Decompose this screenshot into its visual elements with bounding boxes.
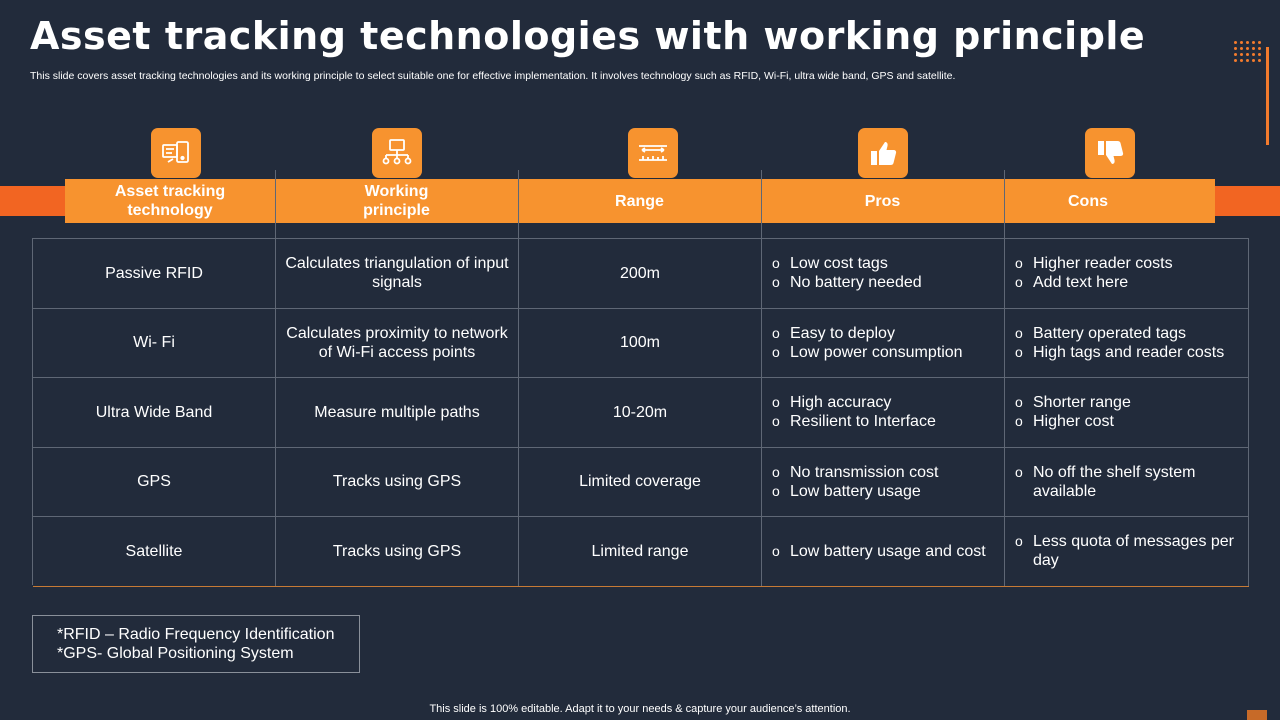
bullet-item: Higher reader costs <box>1015 254 1173 273</box>
bullet-item: Battery operated tags <box>1015 324 1224 343</box>
bullet-item: No transmission cost <box>772 463 939 482</box>
cell-technology-text: GPS <box>137 473 171 491</box>
cell-range-text: 100m <box>619 334 661 352</box>
bullet-item: Low battery usage and cost <box>772 542 986 561</box>
header-range: Range <box>615 192 664 210</box>
cell-cons: Battery operated tagsHigh tags and reade… <box>1005 308 1249 377</box>
bullet-item: Add text here <box>1015 273 1173 292</box>
footer-text: This slide is 100% editable. Adapt it to… <box>429 703 851 715</box>
thumbs-up-icon <box>858 128 908 178</box>
cell-cons: Higher reader costsAdd text here <box>1005 239 1249 308</box>
cell-principle-text: Tracks using GPS <box>332 473 462 491</box>
table-row: Wi- Fi Calculates proximity to network of… <box>33 308 1249 378</box>
cell-pros: Low cost tagsNo battery needed <box>762 239 1005 308</box>
bullet-item: No battery needed <box>772 273 922 292</box>
cell-range: 10-20m <box>519 378 762 447</box>
cell-technology-text: Satellite <box>125 542 183 560</box>
bullet-item: Low cost tags <box>772 254 922 273</box>
cell-range-text: Limited range <box>591 542 689 560</box>
header-cons: Cons <box>1068 192 1108 210</box>
cell-pros: High accuracyResilient to Interface <box>762 378 1005 447</box>
bullet-item: Shorter range <box>1015 393 1131 412</box>
bullet-list: No off the shelf system available <box>1015 463 1240 501</box>
page-subtitle: This slide covers asset tracking technol… <box>30 70 956 82</box>
cell-principle: Calculates triangulation of input signal… <box>276 239 519 308</box>
bullet-item: Low battery usage <box>772 482 939 501</box>
header-band-left <box>0 186 70 216</box>
cell-cons: No off the shelf system available <box>1005 447 1249 516</box>
bullet-item: Easy to deploy <box>772 324 963 343</box>
cell-range: 200m <box>519 239 762 308</box>
cell-range: 100m <box>519 308 762 377</box>
bullet-list: High accuracyResilient to Interface <box>772 393 936 431</box>
cell-range: Limited coverage <box>519 447 762 516</box>
bullet-list: Less quota of messages per day <box>1015 532 1240 570</box>
cell-range-text: 10-20m <box>612 403 668 421</box>
header-band-right <box>1210 186 1280 216</box>
cell-technology: Wi- Fi <box>33 308 276 377</box>
bullet-list: Battery operated tagsHigh tags and reade… <box>1015 324 1224 362</box>
bullet-item: High tags and reader costs <box>1015 343 1224 362</box>
range-ruler-icon <box>628 128 678 178</box>
header-technology: Asset tracking technology <box>114 183 226 219</box>
bullet-list: No transmission costLow battery usage <box>772 463 939 501</box>
cell-range-text: 200m <box>619 264 661 282</box>
cell-principle: Calculates proximity to network of Wi-Fi… <box>276 308 519 377</box>
cell-technology-text: Ultra Wide Band <box>95 403 213 421</box>
cell-principle-text: Calculates triangulation of input signal… <box>285 255 509 292</box>
bullet-list: Low battery usage and cost <box>772 542 986 561</box>
cell-technology-text: Wi- Fi <box>133 334 175 352</box>
table-row: Ultra Wide Band Measure multiple paths 10-… <box>33 378 1249 448</box>
cell-range: Limited range <box>519 517 762 586</box>
cell-principle: Measure multiple paths <box>276 378 519 447</box>
bullet-item: No off the shelf system available <box>1015 463 1240 501</box>
header-principle: Working principle <box>363 183 430 219</box>
cell-pros: No transmission costLow battery usage <box>762 447 1005 516</box>
table-row: Satellite Tracks using GPS Limited range Lo… <box>33 517 1249 587</box>
cell-pros: Low battery usage and cost <box>762 517 1005 586</box>
abbreviation-note: *RFID – Radio Frequency Identification *… <box>32 615 360 673</box>
bullet-list: Shorter rangeHigher cost <box>1015 393 1131 431</box>
bullet-item: Higher cost <box>1015 412 1131 431</box>
cell-pros: Easy to deployLow power consumption <box>762 308 1005 377</box>
cell-technology: GPS <box>33 447 276 516</box>
cell-cons: Shorter rangeHigher cost <box>1005 378 1249 447</box>
cell-principle-text: Calculates proximity to network of Wi-Fi… <box>286 324 508 361</box>
table-row: GPS Tracks using GPS Limited coverage No tr… <box>33 447 1249 517</box>
note-gps: *GPS- Global Positioning System <box>57 645 294 662</box>
bullet-item: Less quota of messages per day <box>1015 532 1240 570</box>
bullet-list: Easy to deployLow power consumption <box>772 324 963 362</box>
table-header-bar <box>65 179 1215 223</box>
page-title: Asset tracking technologies with working… <box>30 14 1146 58</box>
cell-principle-text: Tracks using GPS <box>332 542 462 560</box>
corner-accent <box>1247 710 1267 720</box>
rfid-device-icon <box>151 128 201 178</box>
bullet-item: Resilient to Interface <box>772 412 936 431</box>
note-rfid: *RFID – Radio Frequency Identification <box>57 626 335 643</box>
cell-principle: Tracks using GPS <box>276 517 519 586</box>
bullet-list: Low cost tagsNo battery needed <box>772 254 922 292</box>
cell-range-text: Limited coverage <box>579 473 701 491</box>
table-row: Passive RFID Calculates triangulation of … <box>33 239 1249 309</box>
cell-technology: Ultra Wide Band <box>33 378 276 447</box>
cell-cons: Less quota of messages per day <box>1005 517 1249 586</box>
network-devices-icon <box>372 128 422 178</box>
cell-principle: Tracks using GPS <box>276 447 519 516</box>
bullet-item: Low power consumption <box>772 343 963 362</box>
bullet-item: High accuracy <box>772 393 936 412</box>
cell-principle-text: Measure multiple paths <box>314 403 480 421</box>
bullet-list: Higher reader costsAdd text here <box>1015 254 1173 292</box>
cell-technology: Satellite <box>33 517 276 586</box>
decorative-dots <box>1234 41 1261 62</box>
header-pros: Pros <box>864 192 901 210</box>
cell-technology: Passive RFID <box>33 239 276 308</box>
cell-technology-text: Passive RFID <box>105 264 203 282</box>
comparison-table: Passive RFID Calculates triangulation of … <box>32 238 1249 587</box>
decorative-bar <box>1266 47 1269 145</box>
thumbs-down-icon <box>1085 128 1135 178</box>
